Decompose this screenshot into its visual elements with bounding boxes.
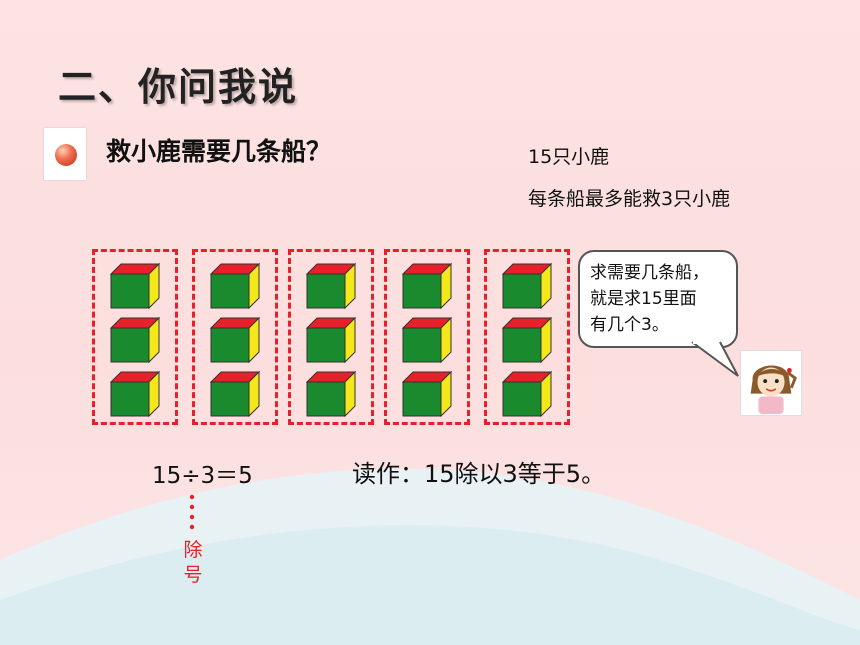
cube-group-4 — [384, 249, 470, 425]
cube-group-3 — [288, 249, 374, 425]
division-sign-label-char-2: 号 — [183, 564, 203, 586]
cube-icon — [209, 262, 261, 310]
cube-icon — [501, 370, 553, 418]
cube-icon — [109, 316, 161, 364]
cube-icon — [501, 262, 553, 310]
speech-line-1: 求需要几条船， — [590, 263, 709, 283]
cube-icon — [305, 370, 357, 418]
question-text: 救小鹿需要几条船？ — [106, 137, 332, 166]
cube-icon — [305, 316, 357, 364]
page-title: 二、你问我说 — [58, 65, 299, 109]
cube-icon — [109, 370, 161, 418]
speech-bubble-tail — [691, 340, 739, 377]
cube-group-2 — [192, 249, 278, 425]
division-equation: 15÷3＝5 — [152, 463, 253, 489]
info-boat-capacity: 每条船最多能救3只小鹿 — [528, 188, 731, 210]
speech-line-2: 就是求15里面 — [590, 289, 697, 309]
cube-icon — [401, 316, 453, 364]
speech-line-3: 有几个3。 — [590, 315, 669, 335]
cube-icon — [401, 262, 453, 310]
cube-group-5 — [484, 249, 570, 425]
cube-group-1 — [92, 249, 178, 425]
bullet-ball-icon — [44, 128, 86, 180]
division-sign-label: 除 号 — [181, 538, 205, 588]
speech-bubble: 求需要几条船， 就是求15里面 有几个3。 — [578, 250, 738, 348]
cube-icon — [501, 316, 553, 364]
cube-icon — [209, 370, 261, 418]
division-sign-label-char-1: 除 — [183, 539, 203, 561]
info-deer-count: 15只小鹿 — [528, 146, 610, 168]
cube-icon — [305, 262, 357, 310]
cube-icon — [401, 370, 453, 418]
girl-avatar-icon — [740, 350, 802, 416]
cube-icon — [109, 262, 161, 310]
cube-icon — [209, 316, 261, 364]
pointer-dots — [189, 494, 195, 530]
read-as-text: 读作：15除以3等于5。 — [352, 460, 606, 488]
